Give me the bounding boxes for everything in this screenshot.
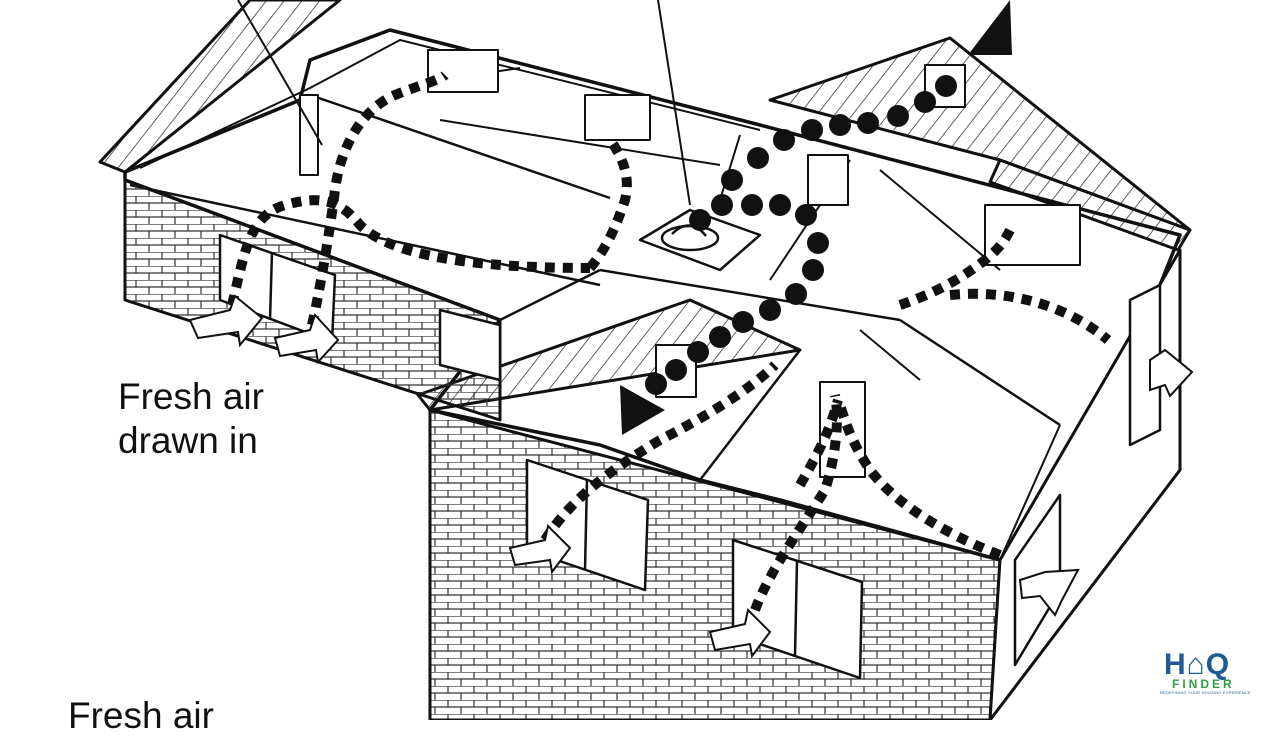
- right-roof: [988, 158, 1192, 252]
- up-arrow-icon: [968, 0, 1012, 55]
- ventilation-unit: [638, 208, 762, 272]
- fresh-air-drawn-in-label: Fresh air drawn in: [118, 375, 264, 464]
- interior-wall: [699, 349, 801, 481]
- interior-wall: [999, 424, 1061, 561]
- left-roof: [98, 0, 342, 174]
- interior-wall: [879, 169, 1001, 271]
- down-arrow-icon: [620, 385, 665, 435]
- house-ventilation-diagram: [98, 0, 1194, 720]
- logo-lettering: H⌂Q: [1164, 648, 1231, 681]
- window: [218, 233, 1162, 680]
- pointer-line: [237, 0, 323, 146]
- interior-wall: [499, 268, 601, 322]
- interior-wall: [139, 39, 761, 169]
- intake-arrow: [188, 294, 1194, 659]
- pointer-line: [657, 0, 691, 206]
- fresh-air-label-line2: drawn in: [118, 420, 258, 462]
- logo-tagline: REDEFINING YOUR HOUSING EXPERIENCE: [1160, 690, 1251, 695]
- logo-name: FINDER: [1172, 677, 1235, 691]
- interior-wall: [719, 134, 741, 201]
- hq-finder-logo: H⌂Q FINDER REDEFINING YOUR HOUSING EXPER…: [1158, 648, 1258, 698]
- bottom-fresh-air-label: Fresh air: [68, 695, 214, 736]
- interior-wall: [309, 93, 611, 200]
- exhaust-air-path: [645, 75, 957, 395]
- interior-wall: [859, 329, 921, 381]
- interior-wall: [899, 318, 1061, 427]
- house-structure: [98, 0, 1192, 720]
- interior-wall: [439, 119, 721, 166]
- fresh-air-path: [227, 70, 1112, 612]
- interior-wall: [129, 183, 601, 287]
- fresh-air-label-line1: Fresh air: [118, 376, 264, 417]
- interior-wall: [599, 268, 901, 322]
